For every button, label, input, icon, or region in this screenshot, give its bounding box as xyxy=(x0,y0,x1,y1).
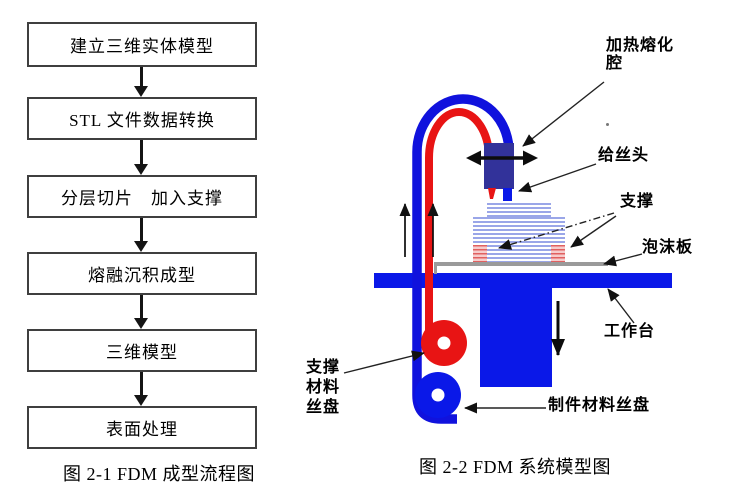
arrow-head xyxy=(134,86,148,97)
support-structure-left xyxy=(473,245,487,262)
heating-chamber-block xyxy=(484,143,514,189)
flow-step-deposition: 熔融沉积成型 xyxy=(27,252,257,295)
support-material-spool xyxy=(421,320,467,366)
leader-heating-chamber xyxy=(522,81,605,147)
spool-hole xyxy=(437,336,451,350)
down-arrow-icon xyxy=(134,218,149,252)
down-arrow-icon xyxy=(134,295,149,329)
nozzle-tip-blue xyxy=(503,188,512,201)
worktable-bar xyxy=(374,273,672,288)
horizontal-motion-arrow xyxy=(466,150,538,166)
leader-feed-head xyxy=(518,163,597,193)
arrow-shaft xyxy=(140,67,143,88)
flow-step-build-model: 建立三维实体模型 xyxy=(27,22,257,67)
support-structure-right xyxy=(551,245,565,262)
printed-part-main-layers xyxy=(473,217,565,245)
foam-board xyxy=(436,262,608,266)
down-arrow-icon xyxy=(134,67,149,97)
label-heating-chamber: 加热熔化腔 xyxy=(606,37,675,72)
label-foam-board: 泡沫板 xyxy=(642,239,694,256)
scan-speck xyxy=(606,123,609,126)
part-material-spool xyxy=(415,372,461,418)
leader-support-spool xyxy=(343,350,425,374)
spool-hole xyxy=(431,388,445,402)
label-support: 支撑 xyxy=(620,193,655,210)
label-feed-head: 给丝头 xyxy=(598,147,650,164)
label-worktable: 工作台 xyxy=(604,323,656,340)
nozzle-tip-red xyxy=(488,188,496,199)
printed-part-top-layers xyxy=(487,203,551,217)
leader-foam-board xyxy=(603,253,643,267)
leader-worktable xyxy=(607,288,635,324)
arrow-shaft xyxy=(140,140,143,166)
label-part-material-spool: 制件材料丝盘 xyxy=(548,397,651,414)
arrow-head xyxy=(134,241,148,252)
down-arrow-icon xyxy=(134,372,149,406)
figure-caption-right: 图 2-2 FDM 系统模型图 xyxy=(419,457,612,477)
flow-step-surface: 表面处理 xyxy=(27,406,257,449)
arrow-shaft xyxy=(140,295,143,320)
arrow-shaft xyxy=(140,372,143,397)
flow-step-stl-convert: STL 文件数据转换 xyxy=(27,97,257,140)
arrow-shaft xyxy=(140,218,143,243)
arrow-head xyxy=(134,318,148,329)
arrow-head xyxy=(134,164,148,175)
printed-part-base-layers xyxy=(487,245,551,262)
leader-support-right xyxy=(570,215,617,248)
label-support-material-spool: 支撑材料丝盘 xyxy=(306,359,341,416)
foam-board-edge xyxy=(434,262,437,274)
worktable-column xyxy=(480,288,552,387)
flow-step-slicing: 分层切片 加入支撑 xyxy=(27,175,257,218)
arrow-head xyxy=(134,395,148,406)
figure-caption-left: 图 2-1 FDM 成型流程图 xyxy=(63,464,256,484)
down-arrow-icon xyxy=(134,140,149,175)
flow-step-3d-model: 三维模型 xyxy=(27,329,257,372)
